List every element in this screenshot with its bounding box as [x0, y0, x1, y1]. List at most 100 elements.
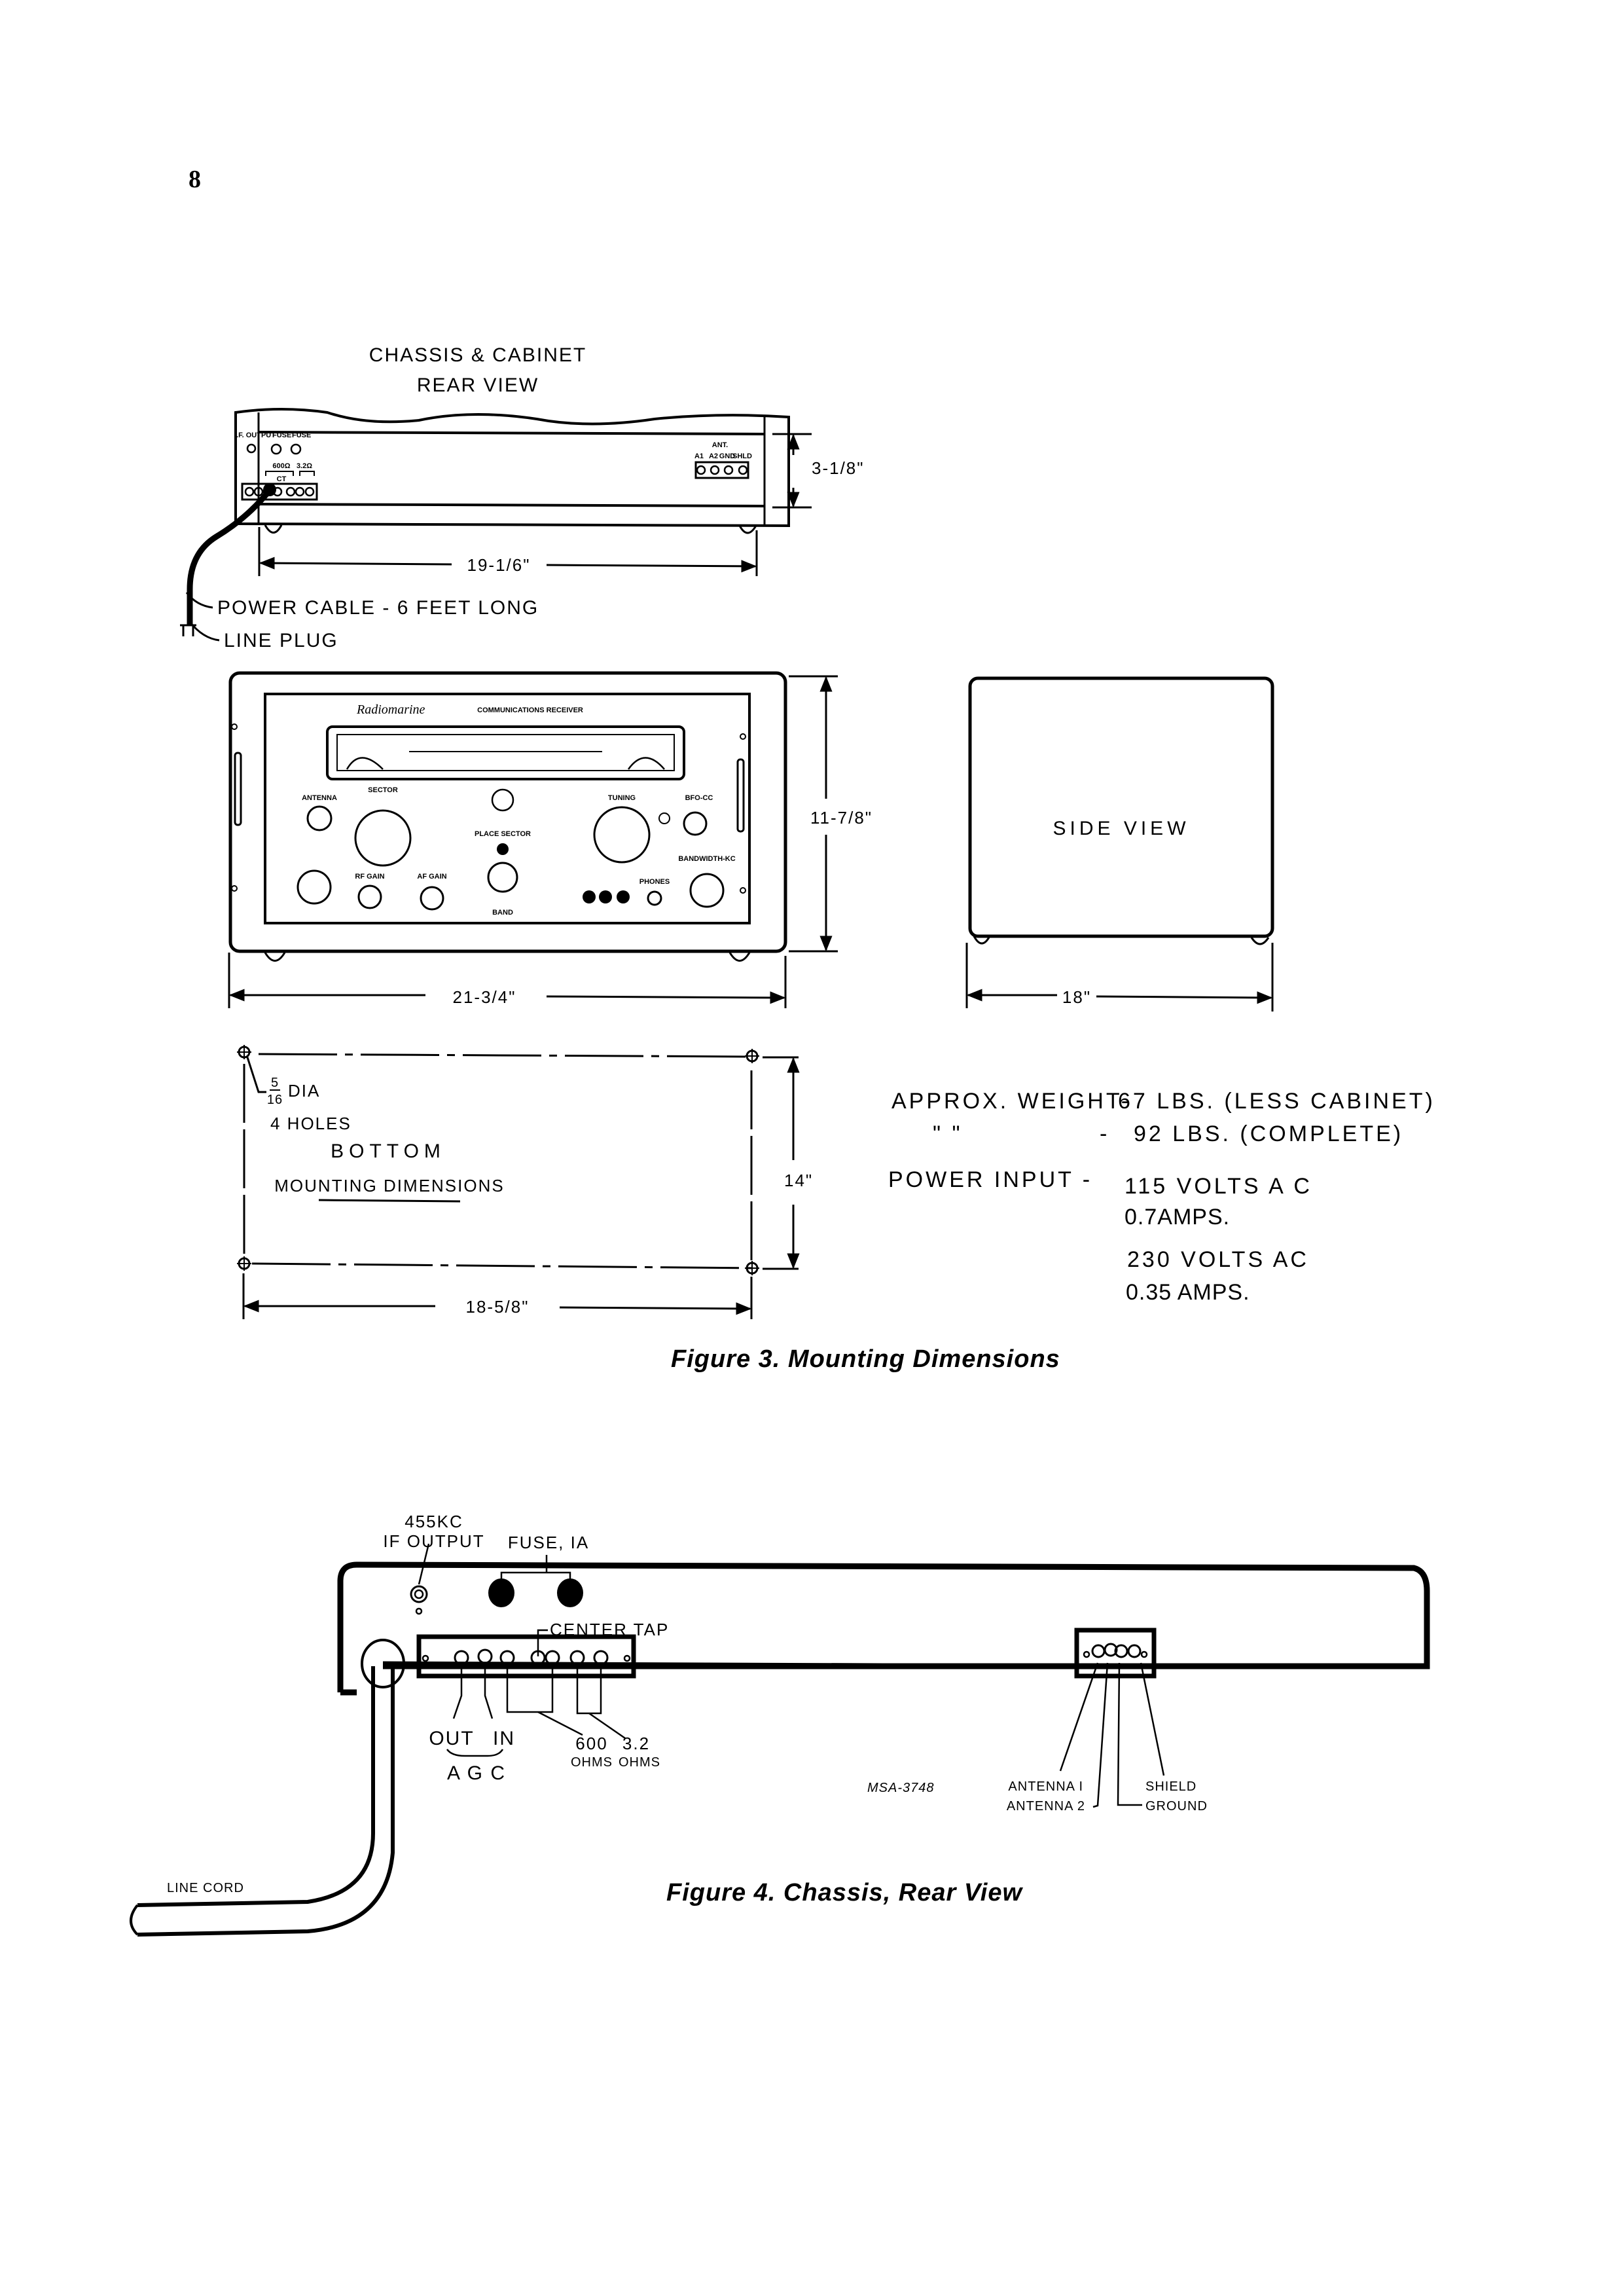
fuse-label: FUSE, IA — [508, 1533, 589, 1552]
chassis-top-line — [258, 431, 765, 435]
antenna-strip — [694, 461, 749, 479]
foot-icon — [264, 524, 283, 534]
gnd-label: GND — [719, 452, 736, 460]
rear-height-dim: 3-1/8" — [812, 458, 865, 478]
ct-label: CT — [277, 475, 287, 483]
if-output-label: IF OUTPUT — [383, 1531, 484, 1551]
weight-complete: 92 LBS. (COMPLETE) — [1134, 1121, 1403, 1146]
hole-fraction-num: 5 — [271, 1076, 279, 1090]
a2-label: A2 — [709, 452, 718, 460]
fuse-label-2: FUSE — [292, 431, 311, 439]
agc-out-label: OUT — [429, 1728, 474, 1749]
front-panel — [264, 693, 751, 924]
power-115v-amps: 0.7AMPS. — [1125, 1205, 1230, 1230]
3-2-ohm-label: 3.2Ω — [297, 462, 312, 470]
bandwidth-label: BANDWIDTH-KC — [678, 855, 735, 863]
front-view-drawing: Radiomarine COMMUNICATIONS RECEIVER ANTE… — [228, 671, 873, 1008]
power-115v: 115 VOLTS A C — [1125, 1174, 1312, 1199]
a1-label: A1 — [694, 452, 704, 460]
rf-gain-knob-icon — [357, 884, 382, 909]
if-output-jack-icon — [410, 1585, 428, 1603]
power-cable-label: POWER CABLE - 6 FEET LONG — [217, 597, 539, 619]
bottom-subtitle: MOUNTING DIMENSIONS — [274, 1176, 504, 1195]
600-ohm-label: 600Ω — [272, 462, 290, 470]
foot-icon — [264, 952, 286, 962]
place-sector-button-icon — [497, 843, 509, 855]
rear-view-drawing: CHASSIS & CABINET REAR VIEW I.F. OUTPUT … — [180, 344, 865, 651]
rf-gain-label: RF GAIN — [355, 873, 384, 881]
indicator-lamp-icon — [491, 788, 514, 812]
terminal-leaders — [452, 1663, 626, 1740]
power-cable-icon — [187, 486, 274, 625]
tuning-knob-icon — [593, 806, 651, 864]
antenna-2-label: ANTENNA 2 — [1007, 1799, 1085, 1813]
agc-label: A G C — [447, 1762, 506, 1784]
bfo-knob-icon — [683, 811, 708, 836]
dial-window — [326, 725, 685, 780]
dial-scale — [336, 734, 675, 771]
audio-terminal-strip — [416, 1634, 636, 1679]
page-number: 8 — [189, 166, 201, 193]
terminal-strip — [241, 483, 318, 501]
figure-4-caption: Figure 4. Chassis, Rear View — [666, 1879, 1023, 1906]
bandwidth-knob-icon — [689, 873, 725, 908]
dim-arrow — [559, 1302, 752, 1315]
toggle-switch-icon — [599, 890, 612, 903]
dim-arrow — [546, 560, 757, 573]
power-input-label: POWER INPUT - — [888, 1167, 1092, 1192]
foot-icon — [1250, 937, 1270, 945]
hole-centerline — [251, 1262, 753, 1269]
meter-icon — [346, 757, 384, 770]
power-230v: 230 VOLTS AC — [1127, 1247, 1309, 1272]
screw-icon — [415, 1607, 423, 1615]
antenna-knob-icon — [306, 805, 333, 831]
phones-jack-icon — [647, 890, 662, 906]
fuse-holder-icon — [557, 1578, 583, 1607]
hole-fraction-den: 16 — [267, 1093, 283, 1107]
fuse-label-1: FUSE — [272, 431, 291, 439]
sector-knob-icon — [354, 809, 412, 867]
front-width-dim: 21-3/4" — [453, 987, 516, 1007]
place-sector-label: PLACE SECTOR — [475, 830, 531, 838]
panel-screw-icon — [740, 733, 746, 740]
600-ohms-unit: OHMS — [571, 1755, 613, 1770]
dim-arrow — [259, 556, 452, 570]
if-output-label: I.F. OUTPUT — [234, 431, 276, 439]
toggle-switch-icon — [617, 890, 630, 903]
rear-view-title-1: CHASSIS & CABINET — [369, 344, 586, 366]
ant-label: ANT. — [712, 441, 728, 449]
antenna-control-label: ANTENNA — [302, 794, 337, 802]
sector-label: SECTOR — [368, 786, 398, 794]
600-ohms-value: 600 — [575, 1734, 607, 1753]
bracket — [446, 1749, 504, 1757]
brand-logo: Radiomarine — [356, 702, 425, 717]
weight-label: APPROX. WEIGHT- — [891, 1089, 1131, 1114]
fuse-holder-icon — [290, 443, 302, 455]
front-height-dim: 11-7/8" — [810, 808, 873, 828]
jack-center — [414, 1589, 424, 1599]
if-output-jack-icon — [246, 443, 257, 454]
power-230v-amps: 0.35 AMPS. — [1126, 1280, 1250, 1305]
leader — [537, 1629, 548, 1656]
side-width-dim: 18" — [1062, 987, 1091, 1007]
weight-ditto-marks: " " — [933, 1121, 963, 1146]
fuse-holder-icon — [488, 1578, 514, 1607]
band-switch-icon — [487, 862, 518, 893]
cabinet-outline — [234, 408, 790, 528]
rear-width-dim: 19-1/6" — [467, 555, 531, 575]
phones-label: PHONES — [639, 878, 670, 886]
switch-icon — [658, 812, 670, 824]
line-plug-label: LINE PLUG — [224, 630, 338, 651]
line-cord-label: LINE CORD — [167, 1881, 244, 1895]
shield-label: SHIELD — [1145, 1779, 1197, 1794]
fuse-holder-icon — [270, 443, 282, 455]
bfo-label: BFO-CC — [685, 794, 713, 802]
line-cord-grommet-icon — [361, 1639, 405, 1688]
model-name: COMMUNICATIONS RECEIVER — [477, 706, 583, 714]
bottom-mounting-drawing: 5 16 DIA 4 HOLES BOTTOM MOUNTING DIMENSI… — [237, 1045, 812, 1319]
drawing-number: MSA-3748 — [867, 1781, 935, 1795]
foot-icon — [973, 936, 991, 945]
side-view-title: SIDE VIEW — [1053, 818, 1189, 839]
bottom-width-dim: 18-5/8" — [466, 1297, 530, 1317]
